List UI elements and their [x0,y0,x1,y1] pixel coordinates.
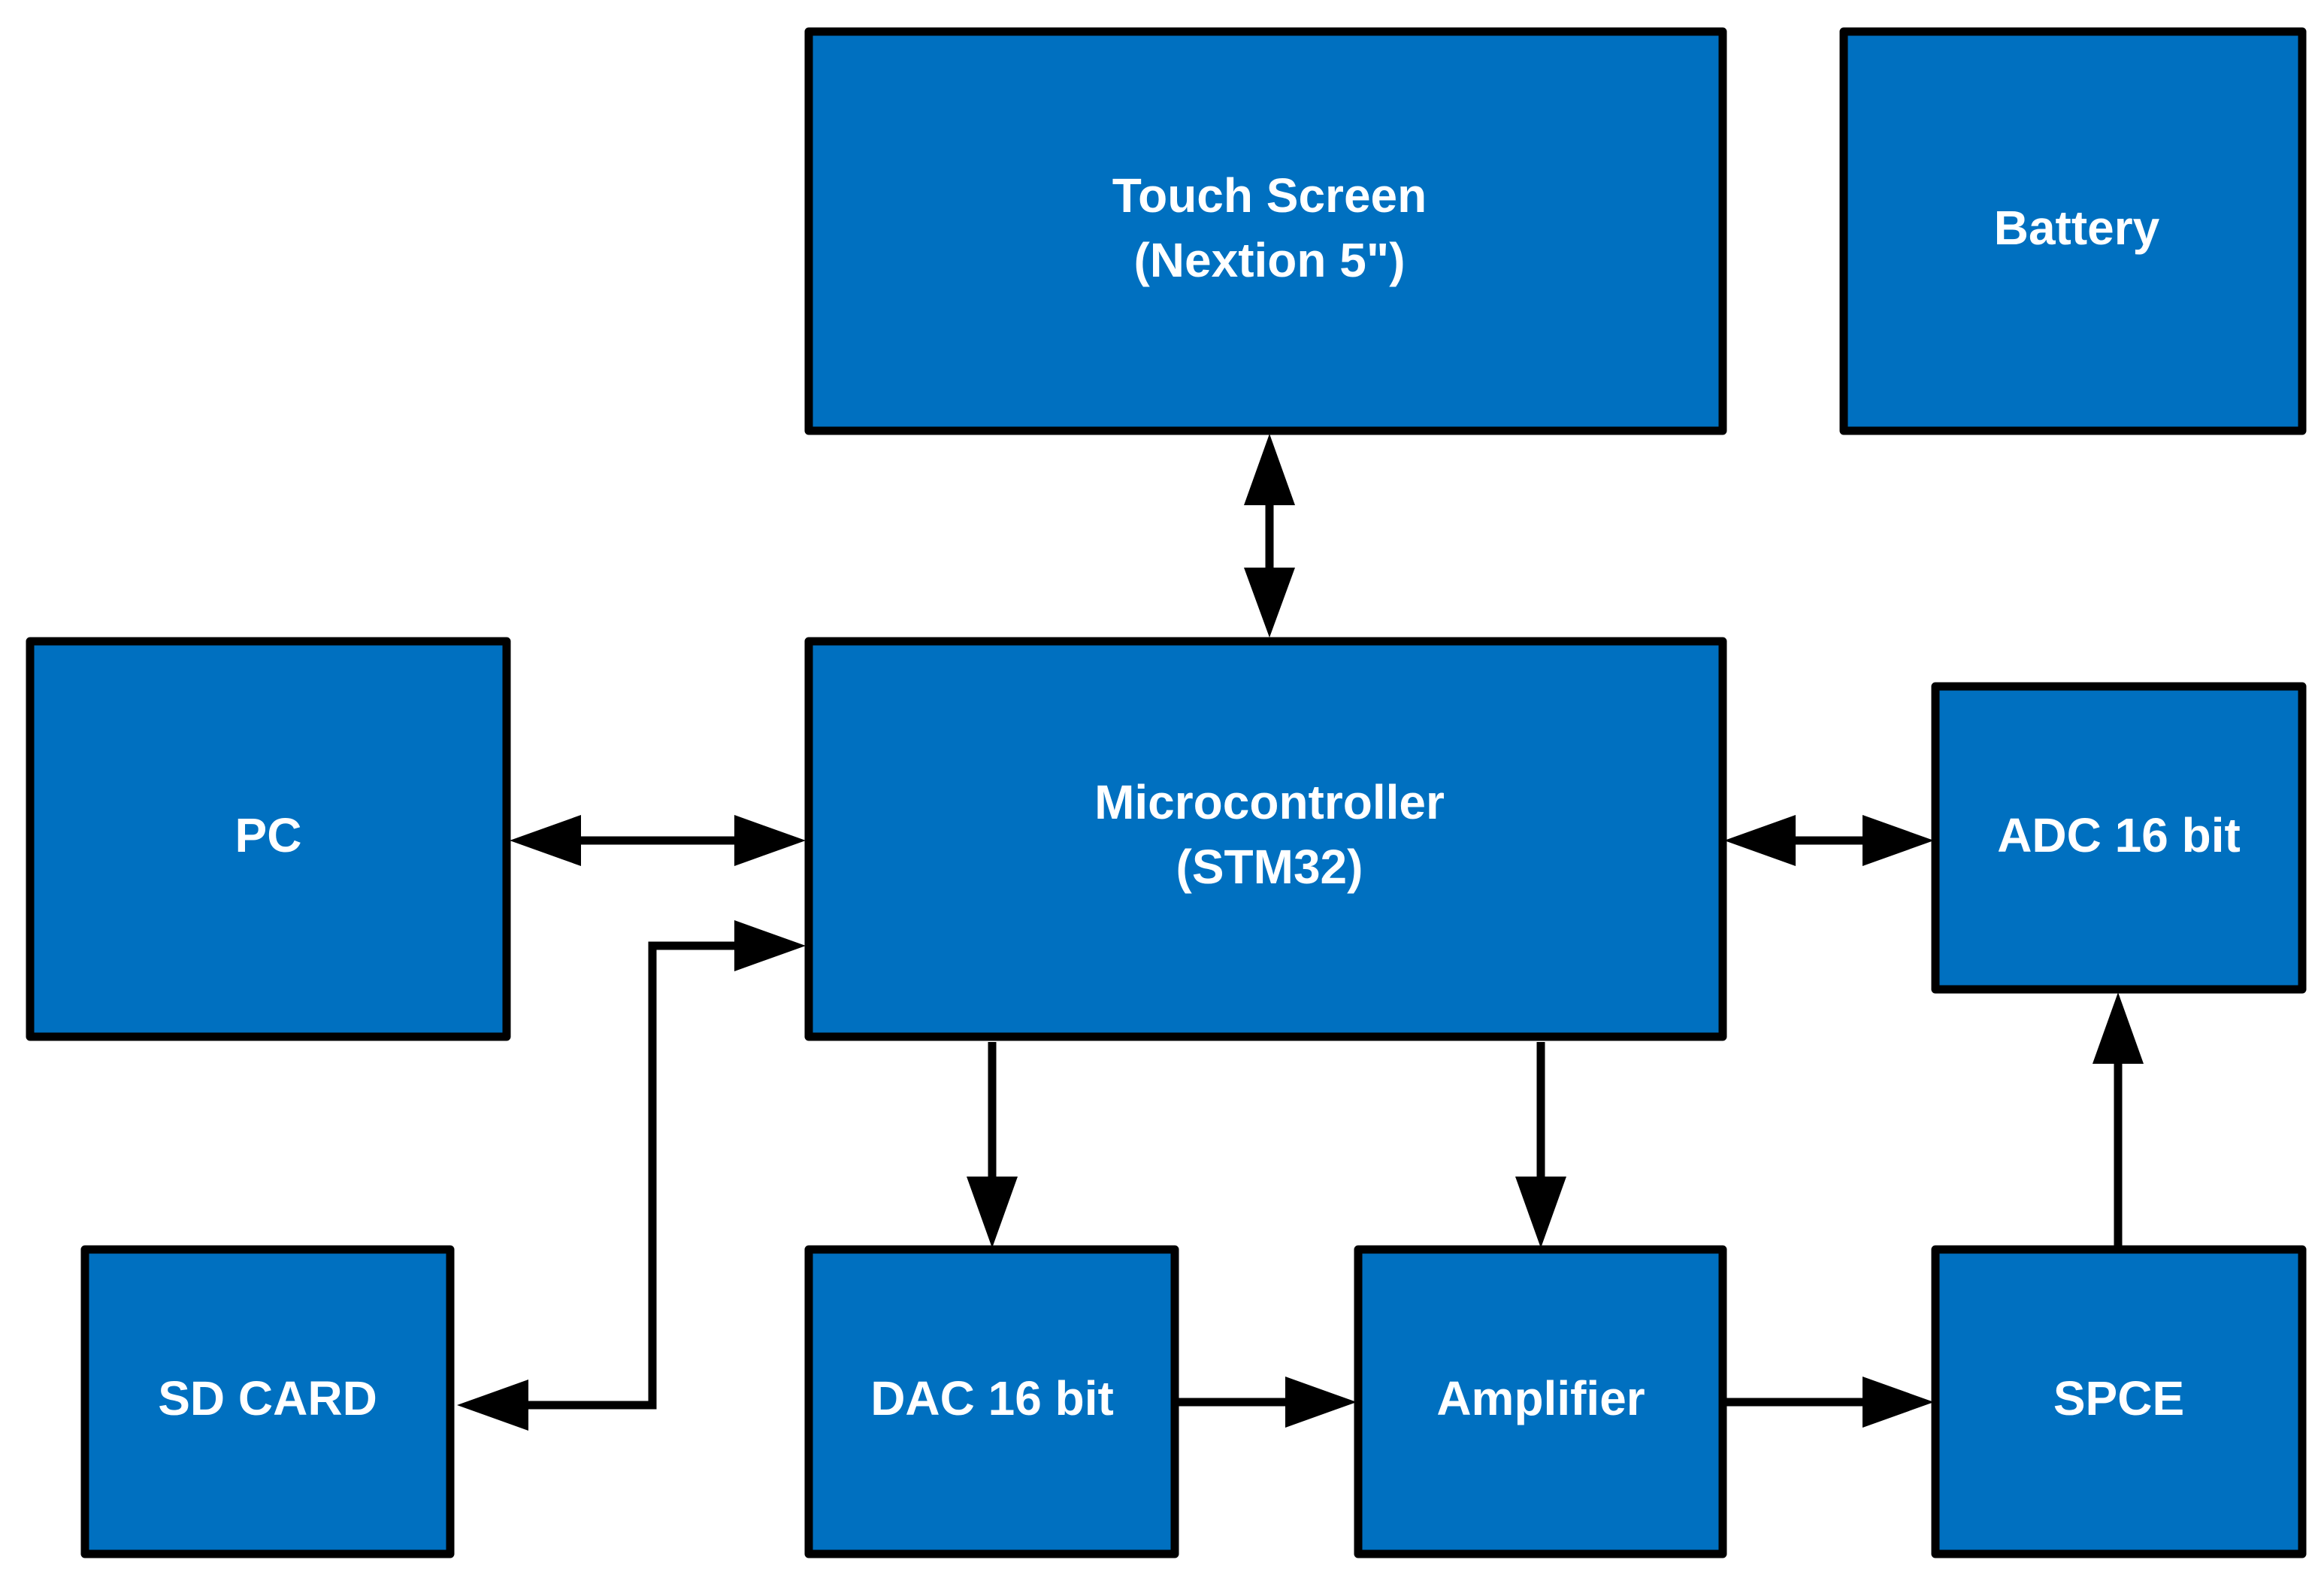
block-sd-card: SD CARD [80,1245,455,1558]
microcontroller-label-line2: (STM32) [1176,840,1363,894]
touch-screen-label-line2: (Nextion 5") [1133,233,1405,287]
touch-screen-label-line1: Touch Screen [1112,168,1427,223]
arrowhead-right-amplifier [1285,1377,1357,1428]
pc-label: PC [235,808,302,862]
adc-label: ADC 16 bit [1997,808,2241,862]
connector-spce-adc [2093,992,2144,1248]
block-pc: PC [26,637,511,1041]
arrowhead-right-mcu-from-sdcard [734,920,806,971]
arrowhead-up-touchscreen [1244,434,1295,505]
connector-mcu-dac [967,1042,1018,1248]
block-microcontroller: Microcontroller (STM32) [804,637,1727,1041]
connectors [457,434,2144,1431]
arrowhead-left-pc [510,815,581,866]
arrowhead-left-mcu-from-adc [1724,815,1796,866]
connector-mcu-adc [1724,815,1934,866]
arrowhead-right-adc [1863,815,1934,866]
arrowhead-up-adc [2093,992,2144,1064]
connector-dac-amplifier [1178,1377,1357,1428]
connector-pc-mcu [510,815,806,866]
arrowhead-down-dac [967,1177,1018,1248]
connector-touchscreen-mcu [1244,434,1295,638]
battery-label: Battery [1994,201,2160,255]
block-dac: DAC 16 bit [804,1245,1179,1558]
connector-mcu-amplifier [1515,1042,1566,1248]
block-amplifier: Amplifier [1354,1245,1727,1558]
block-spce: SPCE [1931,1245,2307,1558]
arrowhead-left-sdcard [457,1380,528,1431]
block-adc: ADC 16 bit [1931,682,2307,994]
connector-sdcard-mcu [457,920,806,1431]
sd-card-label: SD CARD [158,1371,377,1425]
arrowhead-down-amplifier [1515,1177,1566,1248]
dac-label: DAC 16 bit [870,1371,1114,1425]
connector-amplifier-spce [1724,1377,1934,1428]
microcontroller-label-line1: Microcontroller [1094,775,1445,829]
block-battery: Battery [1839,27,2307,435]
spce-label: SPCE [2053,1371,2184,1425]
block-touch-screen: Touch Screen (Nextion 5") [804,27,1727,435]
arrowhead-down-mcu [1244,568,1295,638]
arrowhead-right-spce [1863,1377,1934,1428]
arrowhead-right-mcu-from-pc [734,815,806,866]
amplifier-label: Amplifier [1436,1371,1645,1425]
